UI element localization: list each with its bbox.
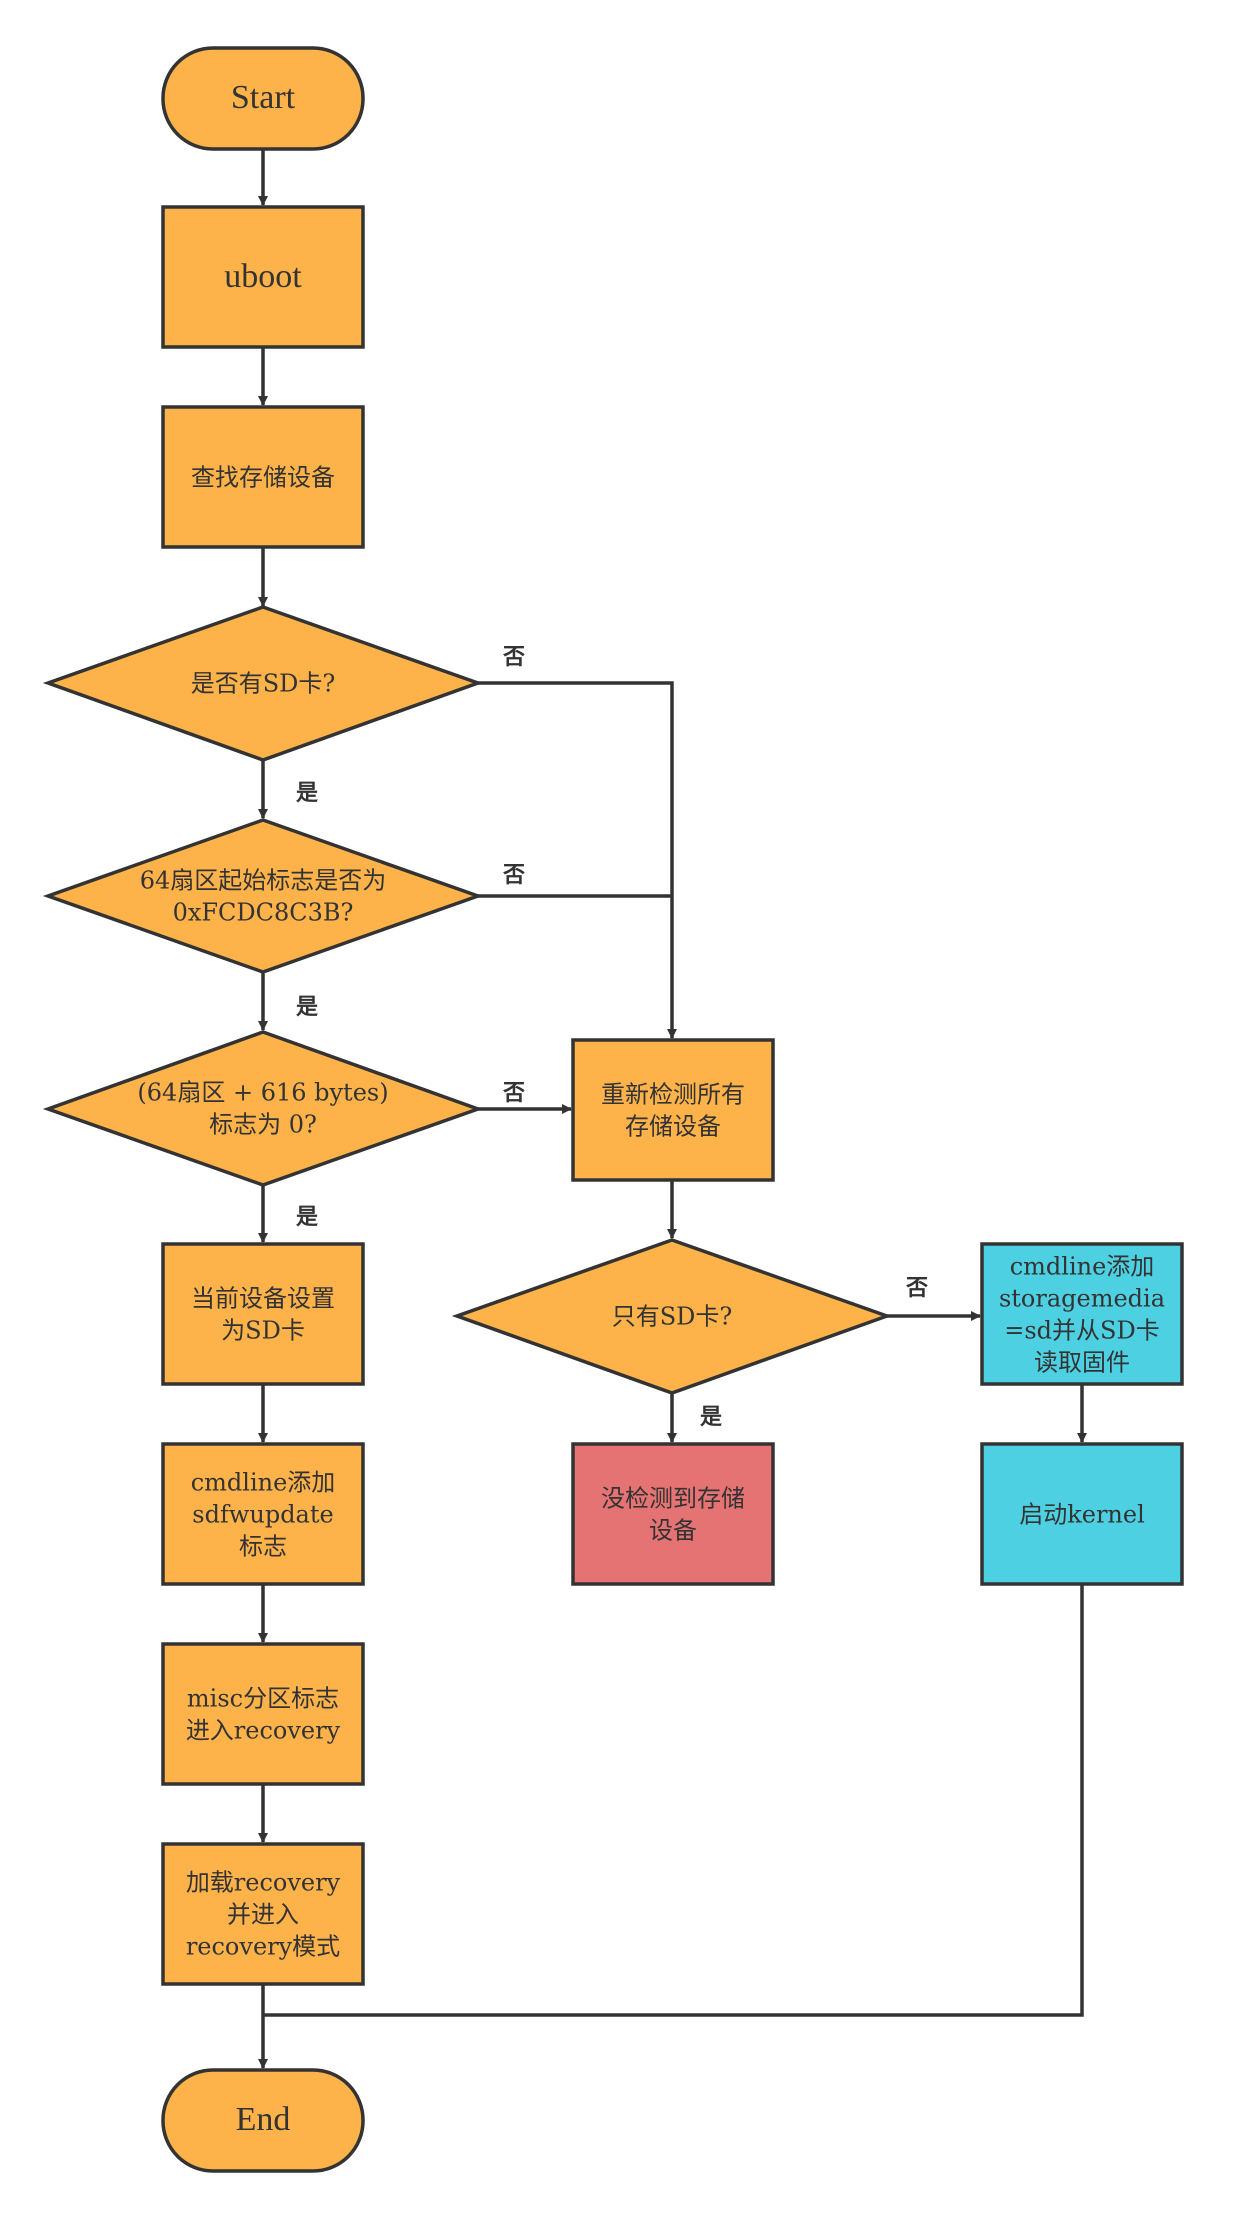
node-flag616: (64扇区 + 616 bytes) 标志为 0? [42,1030,484,1187]
load-recovery-label-line2: 并进入 [227,1901,299,1929]
uboot-shape [161,205,365,349]
label-hassd-yes: 是 [296,781,318,806]
sector64-shape [42,818,484,974]
no-storage-label-line2: 设备 [649,1517,697,1545]
node-start: Start [161,46,365,151]
edge-kernel-end [263,1585,1084,2017]
load-recovery-shape [161,1842,365,1986]
cmdline-sdfwupdate-label-line1: cmdline添加 [191,1469,336,1497]
node-cmdline-storagemedia: cmdline添加 storagemedia =sd并从SD卡 读取固件 [980,1242,1184,1386]
find-storage-shape [161,405,365,549]
misc-label-line1: misc分区标志 [187,1685,339,1713]
has-sd-shape [42,605,484,762]
cmdline-storagemedia-label-line1: cmdline添加 [1010,1253,1155,1281]
cmdline-sdfwupdate-label-line3: 标志 [239,1533,287,1561]
edge-labels: 否 是 否 是 否 是 否 是 [296,645,928,1430]
boot-kernel-label: 启动kernel [1019,1501,1145,1529]
flag616-shape [42,1030,484,1187]
node-end: End [161,2068,365,2173]
node-redetect: 重新检测所有 存储设备 [571,1038,775,1182]
node-load-recovery: 加载recovery 并进入 recovery模式 [161,1842,365,1986]
set-sd-label-line1: 当前设备设置 [191,1285,335,1313]
redetect-shape [571,1038,775,1182]
node-misc: misc分区标志 进入recovery [161,1642,365,1786]
node-cmdline-sdfwupdate: cmdline添加 sdfwupdate 标志 [161,1442,365,1586]
cmdline-storagemedia-label-line4: 读取固件 [1034,1349,1130,1377]
load-recovery-label-line3: recovery模式 [186,1933,340,1961]
label-onlysd-yes: 是 [700,1405,722,1430]
set-sd-shape [161,1242,365,1386]
misc-shape [161,1642,365,1786]
sector64-label-line1: 64扇区起始标志是否为 [140,867,387,895]
end-label: End [236,2101,291,2138]
only-sd-label: 只有SD卡? [612,1303,733,1331]
label-flag616-no: 否 [502,1081,525,1106]
label-onlysd-no: 否 [905,1276,928,1301]
label-sector64-yes: 是 [296,995,318,1020]
end-shape [161,2068,365,2173]
node-uboot: uboot [161,205,365,349]
misc-label-line2: 进入recovery [186,1717,341,1745]
flag616-label-line2: 标志为 0? [209,1111,317,1139]
no-storage-shape [571,1442,775,1586]
node-set-sd: 当前设备设置 为SD卡 [161,1242,365,1386]
edge-hassd-no [478,681,677,1039]
only-sd-shape [451,1238,893,1395]
edges [258,150,1087,2069]
boot-kernel-shape [980,1442,1184,1586]
label-flag616-yes: 是 [296,1205,318,1230]
redetect-label-line1: 重新检测所有 [601,1081,745,1109]
start-label: Start [231,79,296,116]
find-storage-label: 查找存储设备 [191,464,335,492]
load-recovery-label-line1: 加载recovery [186,1869,341,1897]
node-no-storage: 没检测到存储 设备 [571,1442,775,1586]
cmdline-sdfwupdate-label-line2: sdfwupdate [192,1501,333,1529]
cmdline-storagemedia-shape [980,1242,1184,1386]
node-has-sd: 是否有SD卡? [42,605,484,762]
flag616-label-line1: (64扇区 + 616 bytes) [137,1079,388,1107]
has-sd-label: 是否有SD卡? [191,670,336,698]
uboot-label: uboot [224,258,302,295]
redetect-label-line2: 存储设备 [625,1113,721,1141]
cmdline-storagemedia-label-line2: storagemedia [999,1285,1165,1313]
label-sector64-no: 否 [502,863,525,888]
node-sector64: 64扇区起始标志是否为 0xFCDC8C3B? [42,818,484,974]
start-shape [161,46,365,151]
cmdline-storagemedia-label-line3: =sd并从SD卡 [1004,1317,1159,1345]
node-find-storage: 查找存储设备 [161,405,365,549]
node-boot-kernel: 启动kernel [980,1442,1184,1586]
cmdline-sdfwupdate-shape [161,1442,365,1586]
set-sd-label-line2: 为SD卡 [221,1317,305,1345]
node-only-sd: 只有SD卡? [451,1238,893,1395]
sector64-label-line2: 0xFCDC8C3B? [173,899,354,927]
label-hassd-no: 否 [502,645,525,670]
no-storage-label-line1: 没检测到存储 [601,1485,745,1513]
